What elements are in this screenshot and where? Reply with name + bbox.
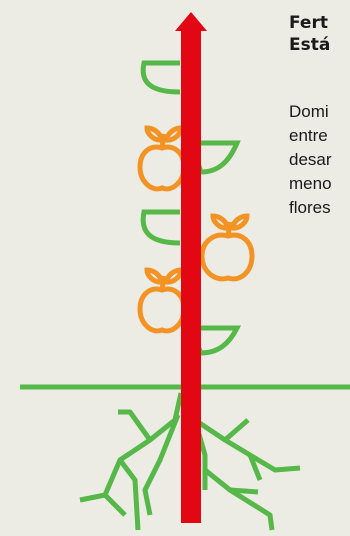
body-line-2: entre — [289, 126, 328, 145]
title-line-2: Está — [289, 35, 331, 55]
leaf-icon — [140, 60, 181, 95]
body-line-1: Domi — [289, 102, 329, 121]
body-line-3: desar — [289, 150, 332, 169]
section-title: Fert Está — [289, 12, 330, 56]
apple-icon — [137, 125, 187, 192]
title-line-1: Fert — [289, 13, 328, 33]
body-paragraph: Domi entre desar meno flores — [289, 100, 332, 220]
body-line-4: meno — [289, 174, 332, 193]
apple-icon — [199, 213, 255, 282]
leaf-icon — [140, 209, 181, 246]
body-line-5: flores — [289, 198, 331, 217]
arrow-up-icon — [175, 12, 207, 523]
apple-icon — [137, 267, 187, 334]
